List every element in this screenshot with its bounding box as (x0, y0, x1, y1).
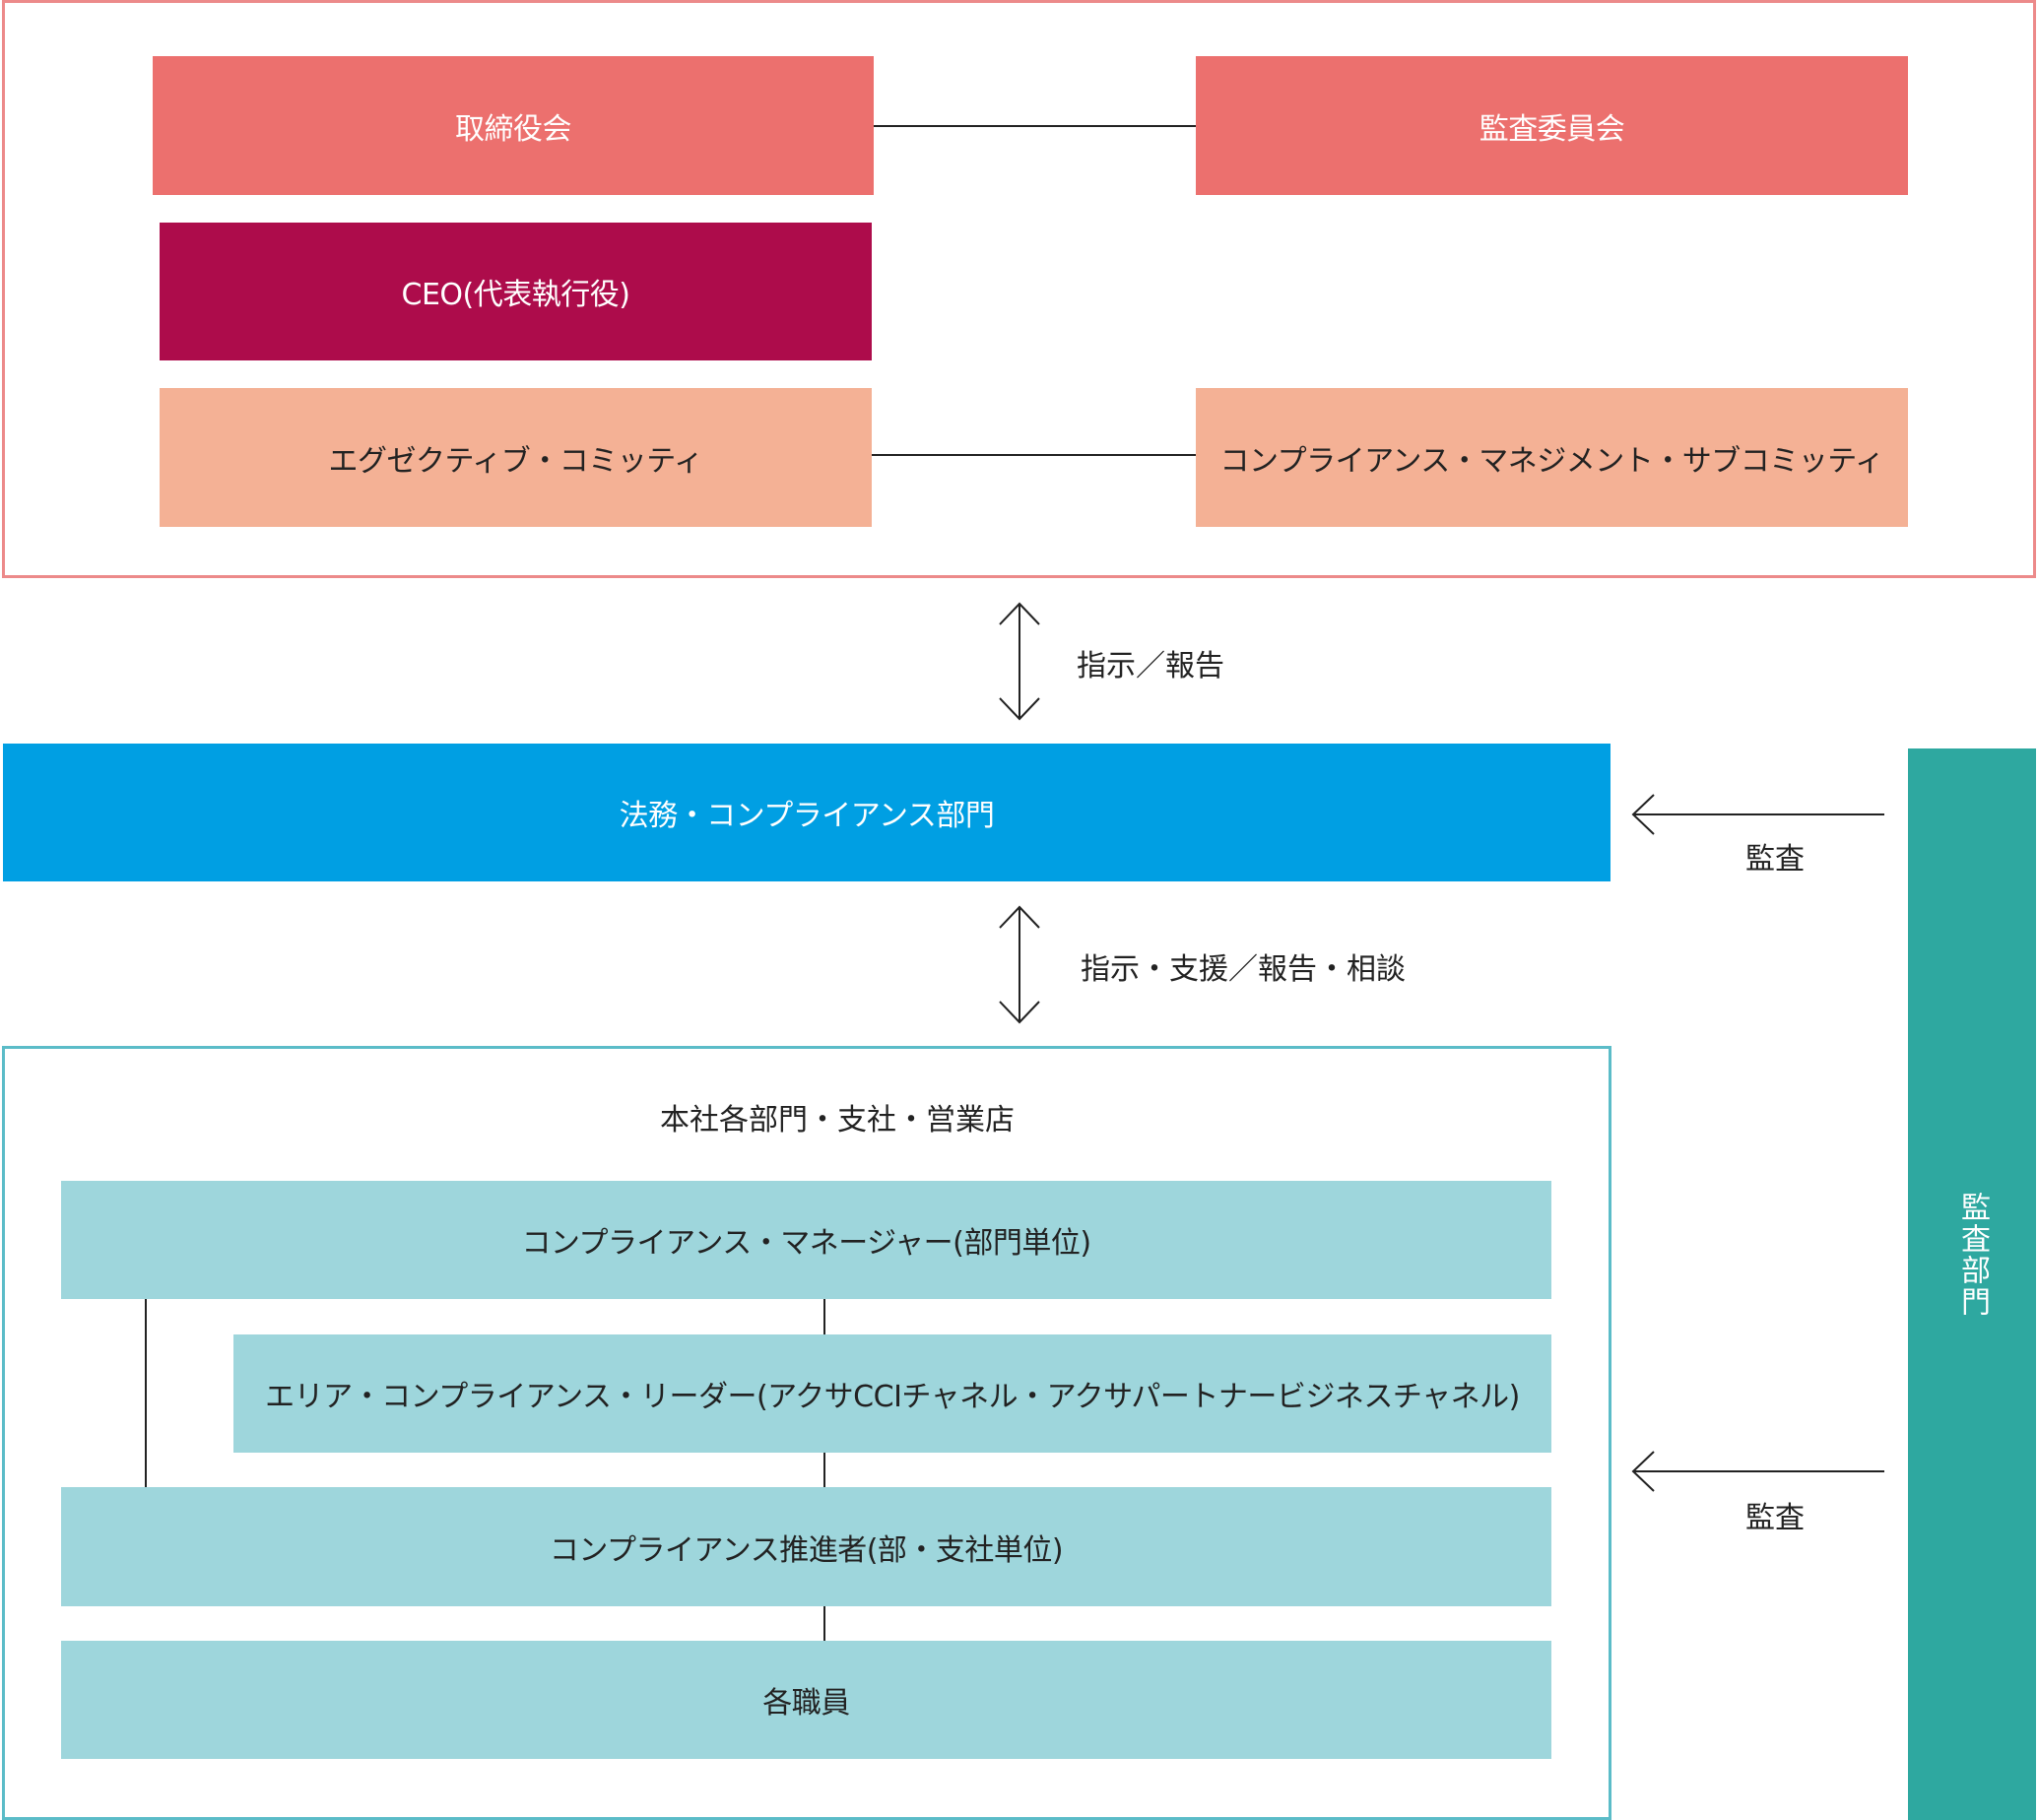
audit-department-label: 監査部門 (1955, 1192, 1990, 1318)
staff-box: 各職員 (61, 1641, 1551, 1759)
branch-section-title: 本社各部門・支社・営業店 (660, 1103, 1015, 1138)
committee-connector (872, 454, 1196, 456)
compliance-subcommittee-box: コンプライアンス・マネジメント・サブコミッティ (1196, 388, 1908, 527)
area-leader-label: エリア・コンプライアンス・リーダー(アクサCCIチャネル・アクサパートナービジネ… (265, 1380, 1520, 1414)
leader-to-promoter-connector (823, 1453, 825, 1487)
branch-frame (2, 1046, 1611, 1820)
compliance-manager-box: コンプライアンス・マネージャー(部門単位) (61, 1181, 1551, 1299)
audit-arrow-upper (1631, 794, 1884, 835)
compliance-promoter-label: コンプライアンス推進者(部・支社単位) (549, 1532, 1064, 1568)
lower-bidirectional-arrow (999, 905, 1040, 1024)
staff-label: 各職員 (762, 1686, 850, 1721)
audit-committee-label: 監査委員会 (1479, 111, 1625, 147)
area-leader-box: エリア・コンプライアンス・リーダー(アクサCCIチャネル・アクサパートナービジネ… (233, 1334, 1551, 1453)
upper-flow-label: 指示／報告 (1077, 649, 1224, 683)
executive-committee-box: エグゼクティブ・コミッティ (160, 388, 872, 527)
manager-to-promoter-connector (145, 1299, 147, 1487)
audit-department-box: 監査部門 (1908, 748, 2036, 1820)
upper-bidirectional-arrow (999, 602, 1040, 721)
compliance-promoter-box: コンプライアンス推進者(部・支社単位) (61, 1487, 1551, 1606)
compliance-subcommittee-label: コンプライアンス・マネジメント・サブコミッティ (1219, 443, 1885, 479)
ceo-label: CEO(代表執行役) (401, 278, 630, 312)
ceo-box: CEO(代表執行役) (160, 223, 872, 360)
audit-label-upper: 監査 (1745, 842, 1805, 877)
audit-label-lower: 監査 (1745, 1501, 1805, 1535)
board-box: 取締役会 (153, 56, 874, 195)
promoter-to-staff-connector (823, 1606, 825, 1641)
legal-compliance-department-label: 法務・コンプライアンス部門 (619, 799, 995, 833)
board-audit-connector (874, 125, 1196, 127)
manager-to-leader-connector (823, 1299, 825, 1334)
audit-committee-box: 監査委員会 (1196, 56, 1908, 195)
legal-compliance-department-box: 法務・コンプライアンス部門 (3, 744, 1611, 881)
compliance-manager-label: コンプライアンス・マネージャー(部門単位) (521, 1226, 1091, 1261)
board-label: 取締役会 (455, 111, 572, 147)
governance-frame (2, 0, 2036, 578)
lower-flow-label: 指示・支援／報告・相談 (1081, 952, 1406, 987)
executive-committee-label: エグゼクティブ・コミッティ (328, 443, 703, 479)
audit-arrow-lower (1631, 1451, 1884, 1492)
